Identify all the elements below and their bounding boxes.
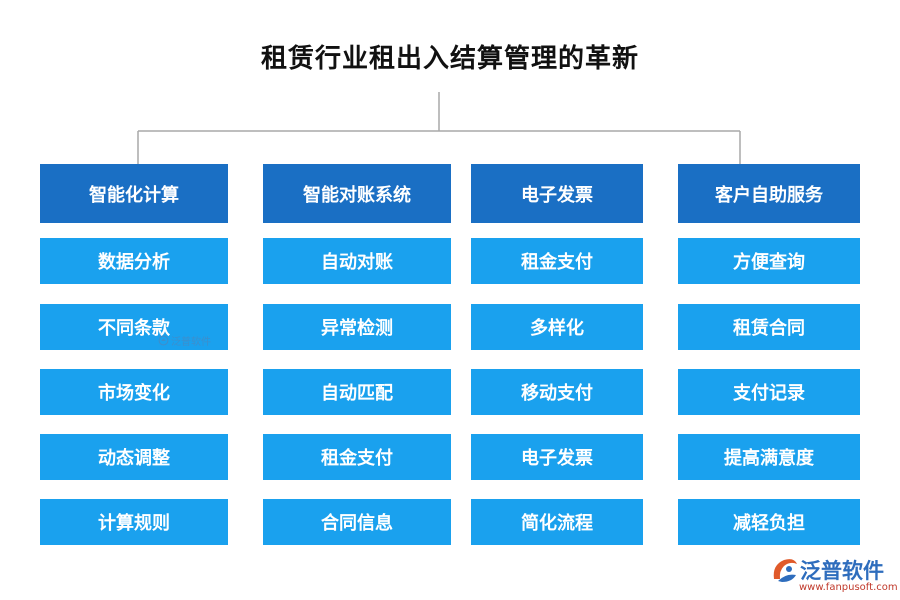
column-1-item-3: 市场变化: [40, 369, 228, 415]
column-header-4: 客户自助服务: [678, 164, 860, 223]
column-header-2: 智能对账系统: [263, 164, 451, 223]
column-2-item-3: 自动匹配: [263, 369, 451, 415]
watermark-small-text: 泛普软件: [171, 337, 211, 348]
column-1-item-1: 数据分析: [40, 238, 228, 284]
column-4-item-1: 方便查询: [678, 238, 860, 284]
column-1-item-4: 动态调整: [40, 434, 228, 480]
column-3-item-2: 多样化: [471, 304, 643, 350]
column-2-item-5: 合同信息: [263, 499, 451, 545]
brand-logo-url: www.fanpusoft.com: [799, 582, 898, 593]
brand-logo-icon: [773, 559, 797, 582]
column-header-3: 电子发票: [471, 164, 643, 223]
watermark-small: 泛普软件: [158, 333, 211, 348]
column-4-item-3: 支付记录: [678, 369, 860, 415]
column-2-item-4: 租金支付: [263, 434, 451, 480]
column-2-item-2: 异常检测: [263, 304, 451, 350]
column-4-item-5: 减轻负担: [678, 499, 860, 545]
column-3-item-3: 移动支付: [471, 369, 643, 415]
watermark-logo-icon: [158, 335, 169, 346]
diagram-title: 租赁行业租出入结算管理的革新: [260, 44, 639, 74]
column-1-item-5: 计算规则: [40, 499, 228, 545]
column-4-item-4: 提高满意度: [678, 434, 860, 480]
column-header-1: 智能化计算: [40, 164, 228, 223]
column-3-item-1: 租金支付: [471, 238, 643, 284]
column-4-item-2: 租赁合同: [678, 304, 860, 350]
column-3-item-4: 电子发票: [471, 434, 643, 480]
column-3-item-5: 简化流程: [471, 499, 643, 545]
brand-logo: 泛普软件 www.fanpusoft.com: [770, 553, 898, 595]
column-2-item-1: 自动对账: [263, 238, 451, 284]
brand-logo-name: 泛普软件: [800, 559, 884, 583]
column-1-item-2: 不同条款: [40, 304, 228, 350]
